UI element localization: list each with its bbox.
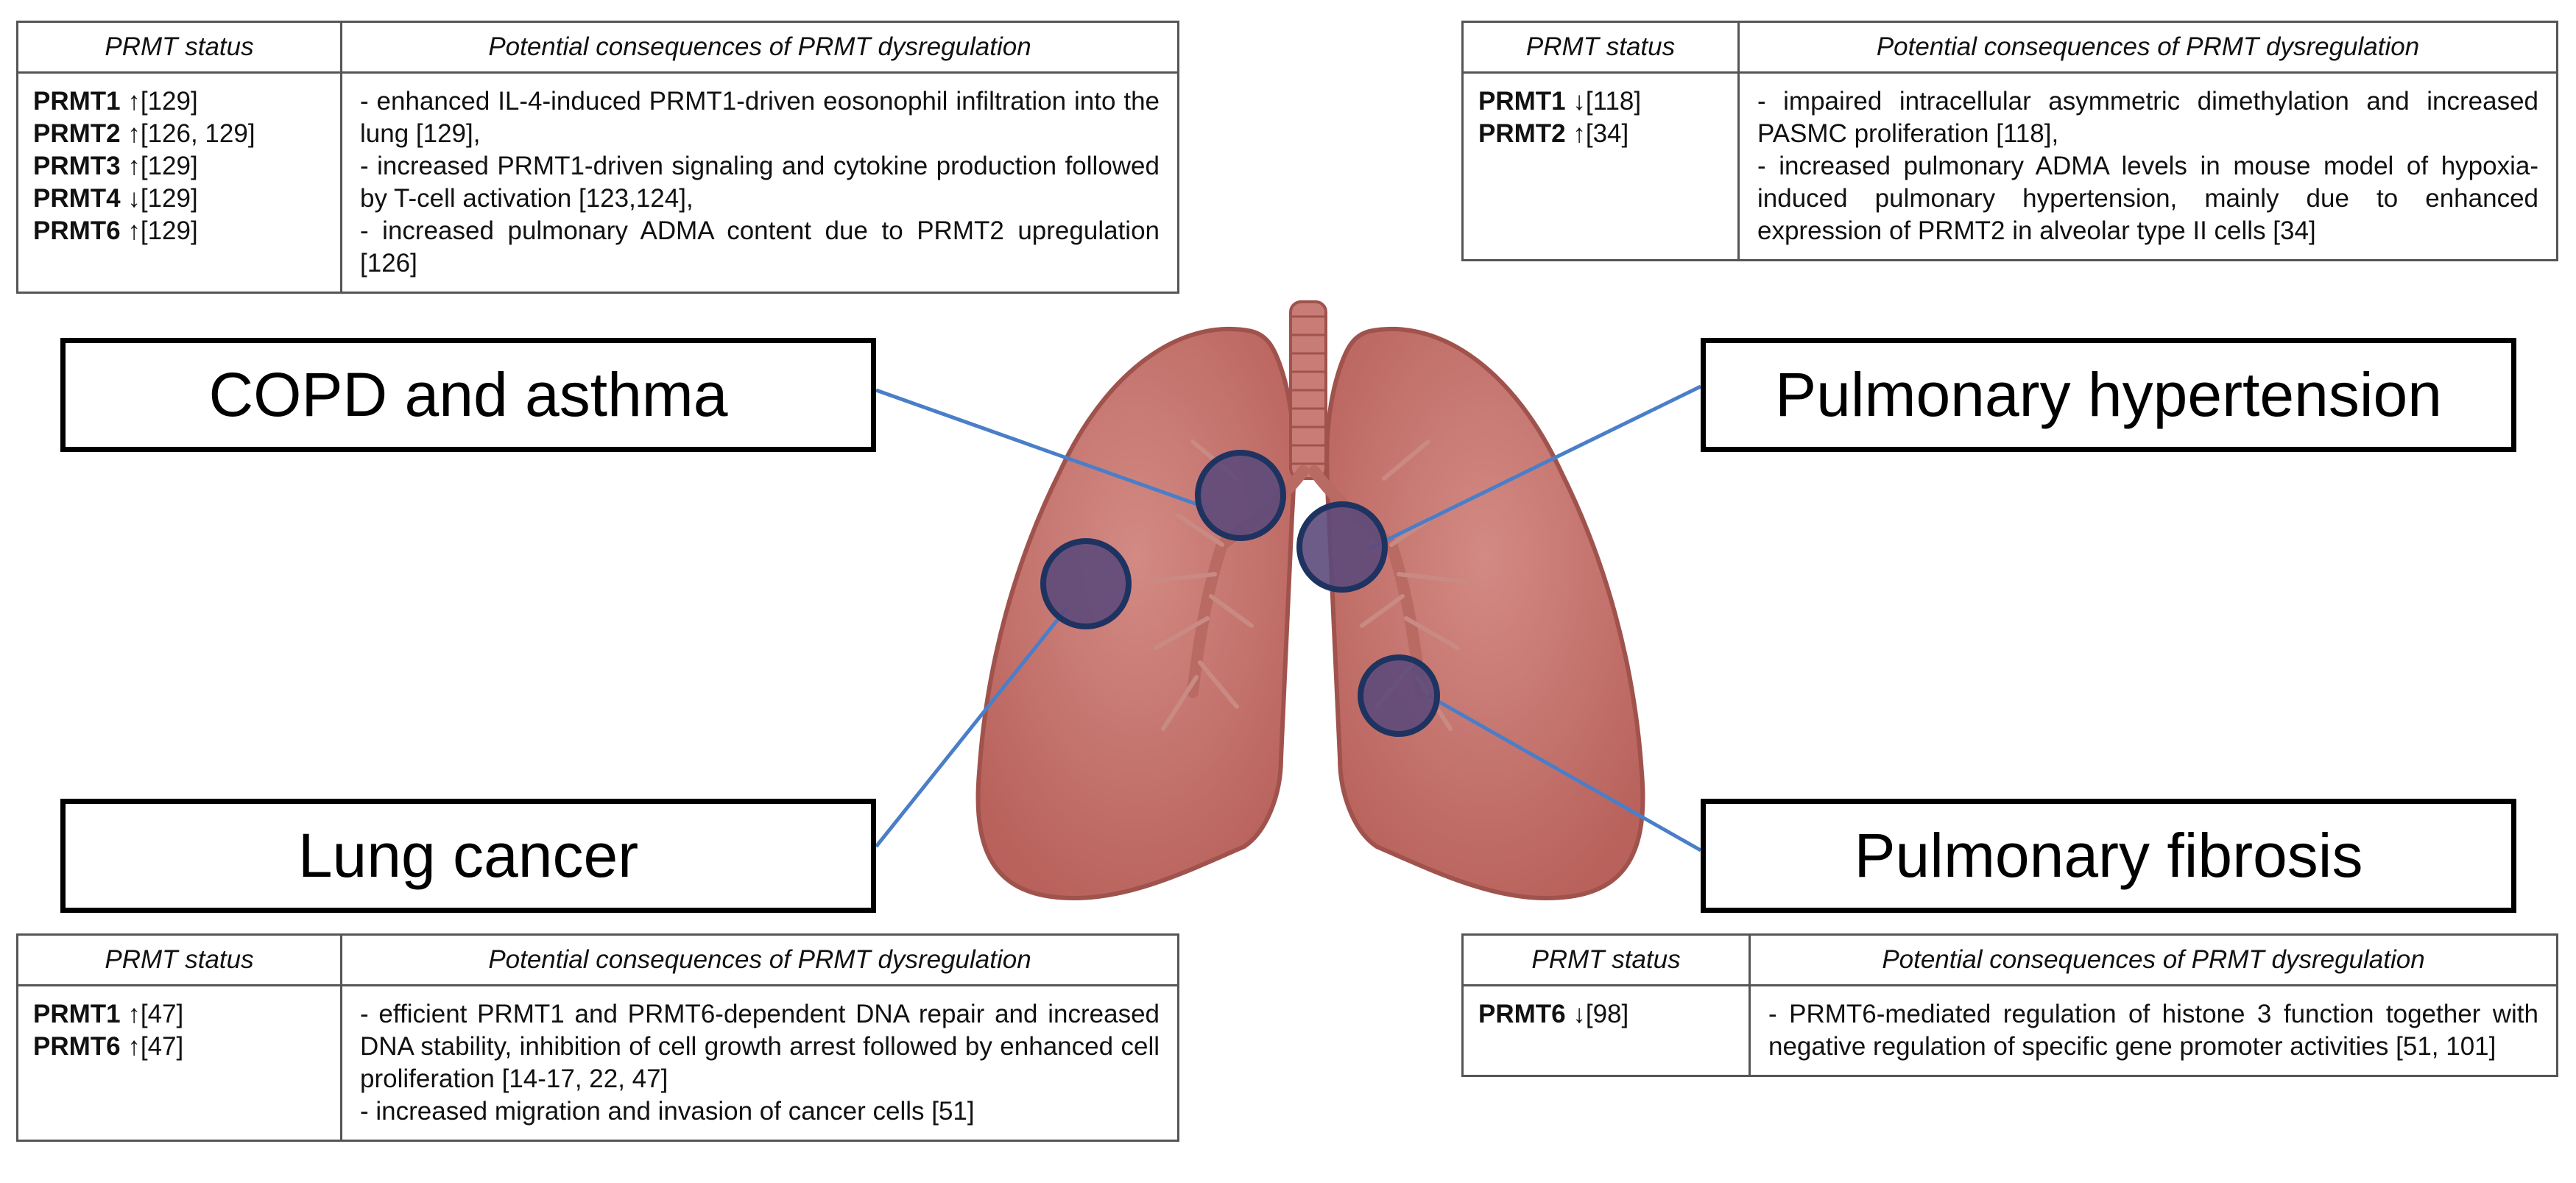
status-entry: PRMT1 ↑[47]	[33, 1000, 184, 1028]
header-consequences: Potential consequences of PRMT dysregula…	[1748, 933, 2558, 986]
status-entry: PRMT2 ↑[126, 129]	[33, 119, 255, 148]
status-cell: PRMT1 ↑[47] PRMT6 ↑[47]	[16, 984, 342, 1142]
status-entry: PRMT4 ↓[129]	[33, 184, 198, 213]
marker-hypertension	[1296, 501, 1388, 593]
connector-cancer	[875, 606, 1069, 848]
table-copd: PRMT status Potential consequences of PR…	[16, 21, 1179, 294]
consequences-cell: - PRMT6-mediated regulation of histone 3…	[1748, 984, 2558, 1077]
status-entry: PRMT6 ↑[129]	[33, 216, 198, 245]
table-hypertension: PRMT status Potential consequences of PR…	[1461, 21, 2558, 261]
header-status: PRMT status	[16, 933, 342, 986]
label-lung-cancer: Lung cancer	[60, 799, 876, 913]
disease-markers	[1040, 450, 1440, 737]
consequence-item: - increased migration and invasion of ca…	[360, 1097, 975, 1126]
status-entry: PRMT1 ↑[129]	[33, 87, 198, 116]
consequence-item: - efficient PRMT1 and PRMT6-dependent DN…	[360, 1000, 1160, 1093]
connector-copd	[875, 388, 1208, 510]
status-entry: PRMT1 ↓[118]	[1478, 87, 1642, 116]
left-lung	[975, 326, 1296, 901]
header-status: PRMT status	[16, 21, 342, 74]
label-pulmonary-hypertension: Pulmonary hypertension	[1701, 338, 2516, 452]
marker-cancer	[1040, 538, 1132, 629]
arrow-up-icon: ↑	[127, 119, 141, 148]
status-cell: PRMT1 ↑[129] PRMT2 ↑[126, 129] PRMT3 ↑[1…	[16, 71, 342, 294]
header-consequences: Potential consequences of PRMT dysregula…	[1737, 21, 2558, 74]
arrow-up-icon: ↑	[127, 1000, 141, 1028]
header-consequences: Potential consequences of PRMT dysregula…	[340, 933, 1179, 986]
consequences-cell: - enhanced IL-4-induced PRMT1-driven eos…	[340, 71, 1179, 294]
arrow-up-icon: ↑	[127, 152, 141, 180]
status-entry: PRMT2 ↑[34]	[1478, 119, 1629, 148]
arrow-down-icon: ↓	[1573, 1000, 1586, 1028]
connector-lines	[875, 384, 1702, 852]
label-pulmonary-fibrosis: Pulmonary fibrosis	[1701, 799, 2516, 913]
trachea-rings	[1291, 315, 1326, 465]
connector-hypertension	[1368, 384, 1702, 551]
label-copd-asthma: COPD and asthma	[60, 338, 876, 452]
status-cell: PRMT6 ↓[98]	[1461, 984, 1751, 1077]
consequence-item: - impaired intracellular asymmetric dime…	[1757, 87, 2538, 148]
status-entry: PRMT6 ↑[47]	[33, 1032, 184, 1061]
consequence-item: - increased PRMT1-driven signaling and c…	[360, 152, 1160, 213]
header-status: PRMT status	[1461, 21, 1740, 74]
status-entry: PRMT6 ↓[98]	[1478, 1000, 1629, 1028]
consequence-item: - increased pulmonary ADMA content due t…	[360, 216, 1160, 278]
consequence-item: - PRMT6-mediated regulation of histone 3…	[1768, 1000, 2538, 1061]
right-lung	[1324, 326, 1645, 901]
status-entry: PRMT3 ↑[129]	[33, 152, 198, 180]
connector-fibrosis	[1427, 693, 1702, 852]
consequence-item: - increased pulmonary ADMA levels in mou…	[1757, 152, 2538, 245]
arrow-up-icon: ↑	[1573, 119, 1586, 148]
header-status: PRMT status	[1461, 933, 1751, 986]
arrow-up-icon: ↑	[127, 1032, 141, 1061]
consequences-cell: - efficient PRMT1 and PRMT6-dependent DN…	[340, 984, 1179, 1142]
table-cancer: PRMT status Potential consequences of PR…	[16, 933, 1179, 1142]
table-fibrosis: PRMT status Potential consequences of PR…	[1461, 933, 2558, 1077]
marker-fibrosis	[1358, 654, 1440, 737]
arrow-up-icon: ↑	[127, 87, 141, 116]
consequence-item: - enhanced IL-4-induced PRMT1-driven eos…	[360, 87, 1160, 148]
header-consequences: Potential consequences of PRMT dysregula…	[340, 21, 1179, 74]
arrow-up-icon: ↑	[127, 216, 141, 245]
status-cell: PRMT1 ↓[118] PRMT2 ↑[34]	[1461, 71, 1740, 261]
consequences-cell: - impaired intracellular asymmetric dime…	[1737, 71, 2558, 261]
arrow-down-icon: ↓	[127, 184, 141, 213]
marker-copd	[1195, 450, 1286, 541]
arrow-down-icon: ↓	[1573, 87, 1586, 116]
